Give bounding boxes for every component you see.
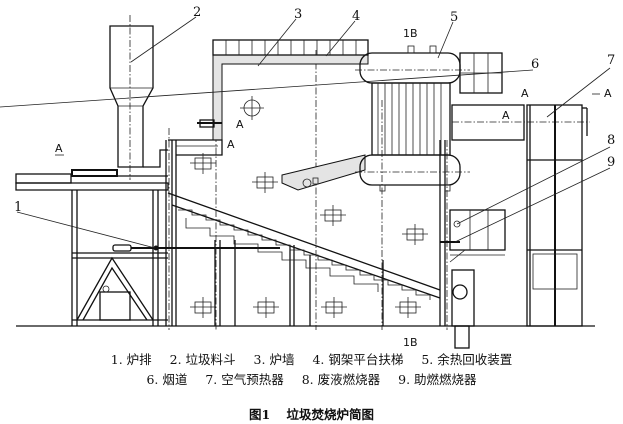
legend-row-2: 6. 烟道 7. 空气预热器 8. 废液燃烧器 9. 助燃燃烧器 [0, 369, 623, 388]
leader-lines [0, 16, 611, 249]
pusher-ram [112, 244, 280, 252]
callout-9: 9 [607, 155, 615, 170]
section-mark-a-right: A [604, 87, 612, 100]
section-mark-a-left: A [55, 142, 63, 155]
section-mark-a-flue-top: A [521, 87, 529, 100]
callout-5: 5 [450, 10, 458, 25]
legend-item: 2. 垃圾料斗 [169, 352, 236, 367]
caption-title: 垃圾焚烧炉简图 [286, 407, 375, 422]
callout-2: 2 [193, 5, 201, 20]
section-mark-1b-top: 1B [403, 27, 418, 40]
callout-4: 4 [352, 9, 360, 24]
flue-baffle [281, 154, 366, 191]
callout-8: 8 [607, 133, 615, 148]
legend-item: 8. 废液燃烧器 [301, 372, 381, 387]
legend-item: 3. 炉墙 [253, 352, 295, 367]
figure-caption: 图1 垃圾焚烧炉简图 [0, 404, 623, 423]
legend-row-1: 1. 炉排 2. 垃圾料斗 3. 炉墙 4. 钢架平台扶梯 5. 余热回收装置 [0, 349, 623, 368]
grate [167, 192, 441, 300]
legend-item: 6. 烟道 [146, 372, 188, 387]
caption-number: 图1 [248, 407, 271, 422]
legend-item: 4. 钢架平台扶梯 [312, 352, 404, 367]
section-mark-a-wall-bottom: A [227, 138, 235, 151]
callout-6: 6 [531, 57, 539, 72]
furnace-wall [168, 39, 369, 156]
furnace-columns [165, 50, 448, 330]
burner-platform [440, 209, 506, 263]
inspection-ports [190, 96, 428, 318]
section-mark-1b-bottom: 1B [403, 336, 418, 349]
heat-recovery-unit [355, 45, 503, 192]
incinerator-diagram: 1 2 3 4 5 6 7 8 9 A A A A A A 1B 1B [0, 5, 615, 349]
section-mark-a-wall-top: A [236, 118, 244, 131]
air-preheater [526, 104, 588, 327]
callout-3: 3 [294, 7, 302, 22]
legend-item: 1. 炉排 [110, 352, 152, 367]
ash-discharge [451, 269, 475, 349]
support-frame [71, 190, 168, 326]
callout-1: 1 [14, 200, 22, 215]
callout-7: 7 [607, 53, 615, 68]
section-mark-a-flue-mid: A [502, 109, 510, 122]
legend-item: 5. 余热回收装置 [421, 352, 513, 367]
legend-item: 9. 助燃燃烧器 [398, 372, 477, 387]
legend-item: 7. 空气预热器 [205, 372, 284, 387]
feed-platform [15, 169, 169, 191]
flue-duct [451, 104, 590, 141]
